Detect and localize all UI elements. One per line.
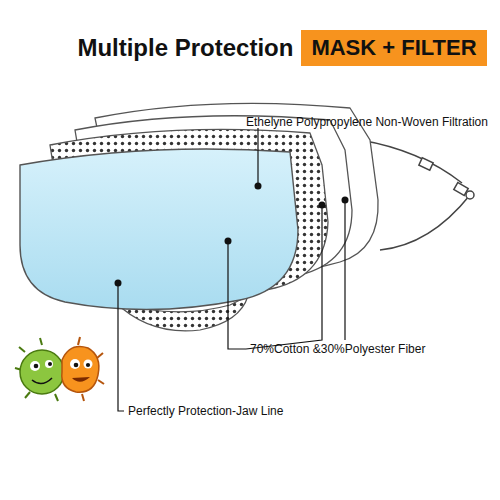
germ-icon <box>15 337 104 401</box>
title: Multiple Protection <box>77 30 293 66</box>
leader-dot <box>115 183 349 287</box>
callout-label: 70%Cotton &30%Polyester Fiber <box>250 341 425 357</box>
callout-label: Perfectly Protection-Jaw Line <box>128 403 283 419</box>
leader-line <box>118 128 345 411</box>
highlight-box: MASK + FILTER <box>301 30 486 66</box>
box-text: MASK + FILTER <box>311 35 476 60</box>
mask-outer-layer <box>20 149 298 310</box>
callout-label: Ethelyne Polypropylene Non-Woven Filtrat… <box>246 114 488 130</box>
